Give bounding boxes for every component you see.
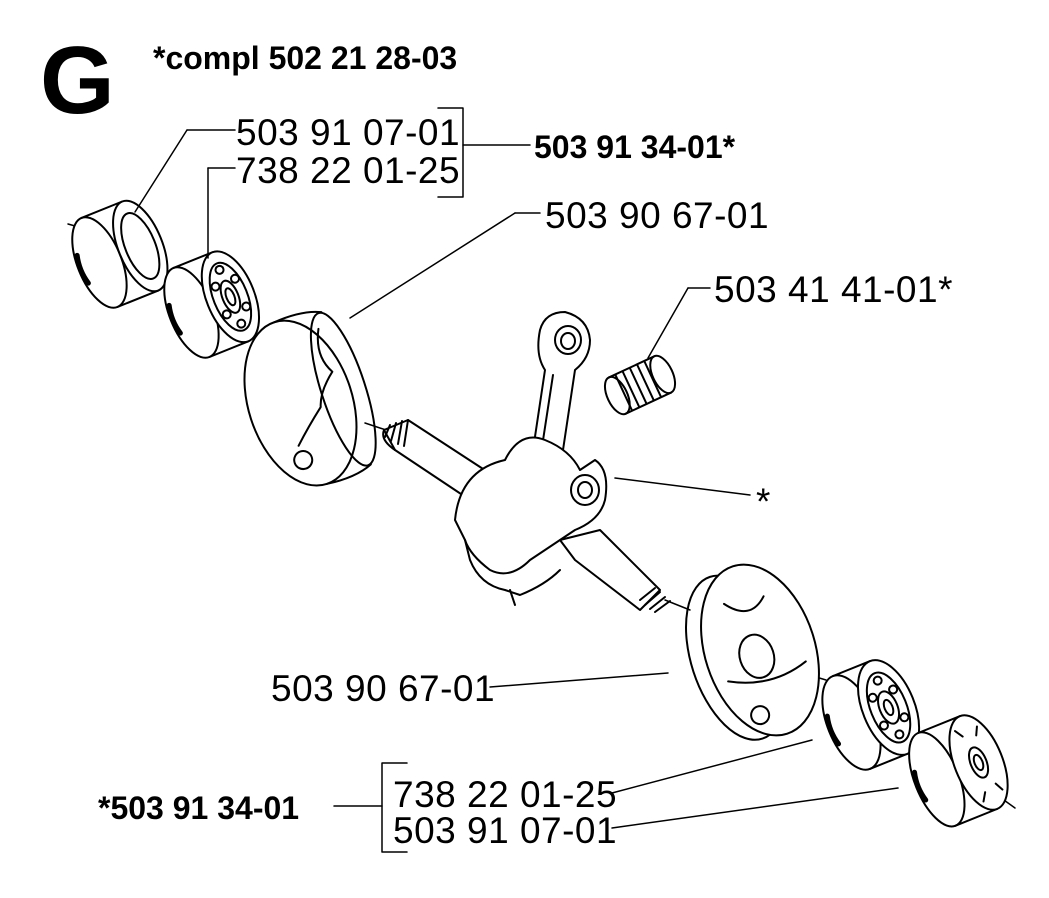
- label-top-seal: 503 91 07-01: [236, 112, 461, 153]
- connecting-rod: [529, 311, 591, 471]
- top-seal-ring: [71, 199, 169, 309]
- needle-bearing: [603, 354, 677, 416]
- label-top-bearing: 738 22 01-25: [236, 150, 461, 191]
- top-ball-bearing: [163, 250, 261, 359]
- label-top-flywheel-half: 503 90 67-01: [545, 195, 770, 236]
- label-bottom-kit: *503 91 34-01: [98, 790, 300, 826]
- label-crank-note: *: [756, 481, 771, 522]
- bottom-ball-bearing: [821, 659, 921, 771]
- crankshaft-webs: [454, 436, 608, 606]
- top-flywheel-half: [243, 310, 377, 487]
- section-letter: G: [40, 27, 115, 134]
- label-bottom-bearing: 738 22 01-25: [393, 774, 618, 815]
- crankshaft-right-journal: [559, 529, 671, 613]
- label-needle-bearing: 503 41 41-01*: [714, 269, 953, 310]
- label-bottom-seal: 503 91 07-01: [393, 810, 618, 851]
- bottom-flywheel-half: [685, 563, 820, 741]
- assembly-title: *compl 502 21 28-03: [153, 40, 458, 76]
- label-bottom-flywheel-half: 503 90 67-01: [271, 668, 496, 709]
- label-top-kit: 503 91 34-01*: [534, 129, 736, 165]
- bottom-seal-ring: [908, 714, 1009, 828]
- leader-lines: [134, 107, 899, 853]
